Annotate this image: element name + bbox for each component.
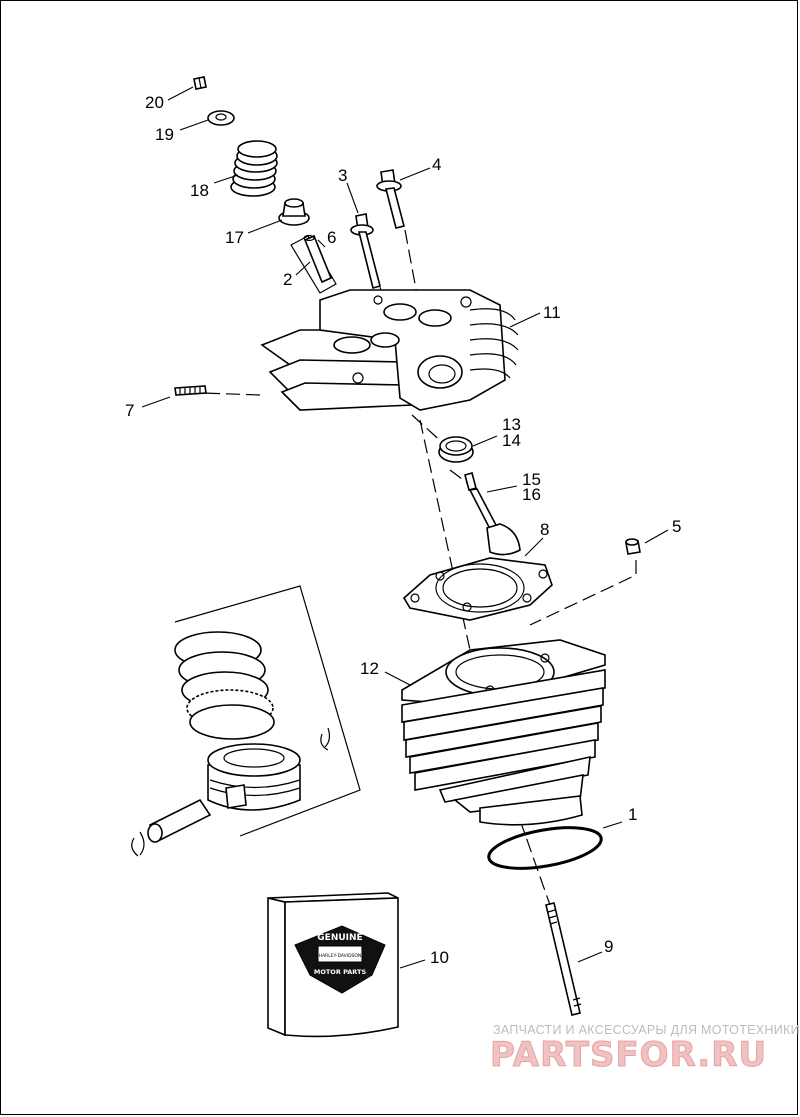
callout-8: 8 xyxy=(540,520,549,539)
callout-13: 13 xyxy=(502,415,521,434)
box-logo-line1: GENUINE xyxy=(317,933,362,943)
callout-18: 18 xyxy=(190,181,209,200)
callout-9: 9 xyxy=(604,937,613,956)
callout-16: 16 xyxy=(522,485,541,504)
part-exhaust-valve xyxy=(464,472,521,556)
callout-7: 7 xyxy=(125,401,134,420)
part-cylinder-stud xyxy=(545,902,582,1016)
part-cylinder xyxy=(401,639,606,826)
part-valve-seat xyxy=(438,436,474,463)
callout-6: 6 xyxy=(327,228,336,247)
callout-4: 4 xyxy=(432,155,441,174)
site-watermark: ЗАПЧАСТИ И АКСЕССУАРЫ ДЛЯ МОТОТЕХНИКИ PA… xyxy=(490,1023,800,1076)
callout-19: 19 xyxy=(155,125,174,144)
callout-leaders xyxy=(141,86,669,969)
callout-12: 12 xyxy=(360,659,379,678)
part-valve-seal xyxy=(278,198,310,226)
box-logo-line3: MOTOR PARTS xyxy=(314,968,367,976)
part-valve-guide xyxy=(290,234,337,294)
callout-2: 2 xyxy=(283,270,292,289)
part-parts-box: GENUINE HARLEY-DAVIDSON MOTOR PARTS xyxy=(267,892,399,1038)
callout-5: 5 xyxy=(672,517,681,536)
part-valve-small xyxy=(350,213,381,289)
part-short-stud xyxy=(174,385,207,396)
callout-15: 15 xyxy=(522,470,541,489)
part-dowel-pin xyxy=(625,538,641,555)
part-o-ring xyxy=(487,826,603,870)
callout-14: 14 xyxy=(502,431,521,450)
box-logo-line2: HARLEY-DAVIDSON xyxy=(319,953,362,959)
part-spring-retainer xyxy=(207,110,235,126)
part-valve-keeper xyxy=(193,76,207,90)
watermark-tagline: ЗАПЧАСТИ И АКСЕССУАРЫ ДЛЯ МОТОТЕХНИКИ xyxy=(493,1023,800,1037)
callout-11: 11 xyxy=(543,303,561,322)
part-valve-spring xyxy=(230,140,278,197)
part-head-gasket xyxy=(402,557,553,621)
part-cylinder-head xyxy=(260,289,519,411)
callout-labels: 20 19 18 17 6 2 3 4 11 7 13 14 15 16 8 5… xyxy=(125,93,681,967)
watermark-brand: PARTSFOR.RU xyxy=(490,1035,767,1075)
callout-1: 1 xyxy=(628,805,637,824)
callout-10: 10 xyxy=(430,948,449,967)
callout-17: 17 xyxy=(225,228,244,247)
callout-20: 20 xyxy=(145,93,164,112)
callout-3: 3 xyxy=(338,166,347,185)
part-piston-kit xyxy=(131,585,361,857)
part-head-bolt xyxy=(376,169,405,229)
